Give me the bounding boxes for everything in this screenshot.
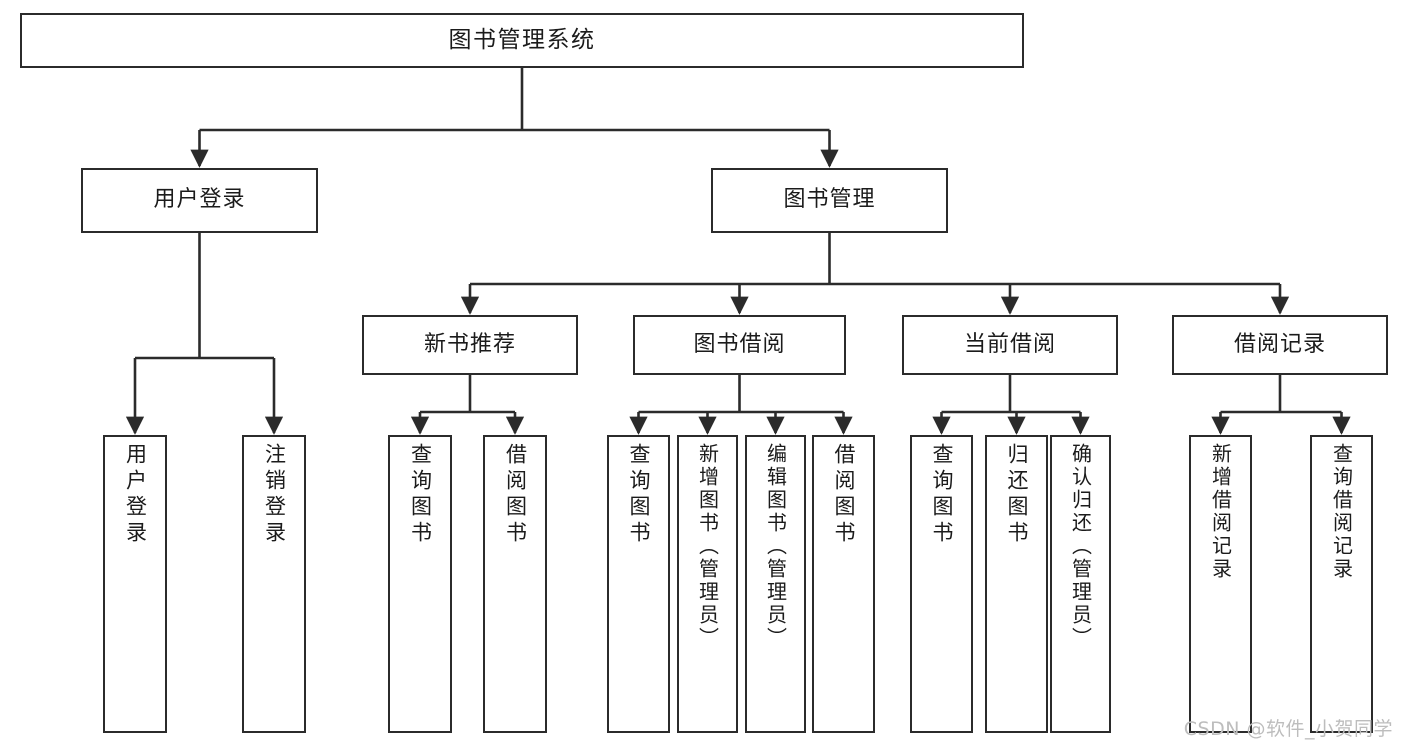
node-leaf-query-2[interactable]: 查询图书: [607, 435, 670, 733]
node-leaf-return[interactable]: 归还图书: [985, 435, 1048, 733]
node-current[interactable]: 当前借阅: [902, 315, 1118, 375]
node-label: 编辑图书（管理员）: [763, 443, 788, 650]
node-label: 图书借阅: [693, 331, 786, 357]
node-label: 用户登录: [123, 443, 148, 547]
node-label: 查询图书: [930, 443, 954, 547]
node-label: 查询图书: [627, 443, 651, 547]
node-leaf-logout[interactable]: 注销登录: [242, 435, 306, 733]
node-leaf-query-rec[interactable]: 查询借阅记录: [1310, 435, 1373, 733]
node-label: 查询借阅记录: [1329, 443, 1354, 581]
node-label: 新书推荐: [423, 331, 516, 357]
node-label: 借阅记录: [1233, 331, 1326, 357]
node-leaf-query-1[interactable]: 查询图书: [388, 435, 452, 733]
node-leaf-edit-book[interactable]: 编辑图书（管理员）: [745, 435, 806, 733]
node-label: 借阅图书: [503, 443, 528, 547]
watermark-text: CSDN @软件_小贺同学: [1183, 718, 1393, 740]
node-leaf-borrow-2[interactable]: 借阅图书: [812, 435, 875, 733]
node-label: 查询图书: [408, 443, 433, 547]
node-label: 当前借阅: [963, 331, 1056, 357]
node-record[interactable]: 借阅记录: [1172, 315, 1388, 375]
node-label: 归还图书: [1005, 443, 1029, 547]
node-newbook[interactable]: 新书推荐: [362, 315, 578, 375]
node-label: 确认归还（管理员）: [1068, 443, 1093, 650]
node-leaf-login[interactable]: 用户登录: [103, 435, 167, 733]
node-leaf-query-3[interactable]: 查询图书: [910, 435, 973, 733]
node-login[interactable]: 用户登录: [81, 168, 318, 233]
node-label: 新增借阅记录: [1208, 443, 1233, 581]
node-leaf-add-book[interactable]: 新增图书（管理员）: [677, 435, 738, 733]
node-leaf-confirm[interactable]: 确认归还（管理员）: [1050, 435, 1111, 733]
node-root[interactable]: 图书管理系统: [20, 13, 1024, 68]
node-label: 图书管理系统: [448, 26, 596, 53]
node-leaf-add-rec[interactable]: 新增借阅记录: [1189, 435, 1252, 733]
node-label: 注销登录: [262, 443, 287, 547]
node-bookmgmt[interactable]: 图书管理: [711, 168, 948, 233]
node-label: 借阅图书: [832, 443, 856, 547]
node-borrow[interactable]: 图书借阅: [633, 315, 846, 375]
node-leaf-borrow-1[interactable]: 借阅图书: [483, 435, 547, 733]
node-label: 图书管理: [783, 187, 876, 213]
node-label: 新增图书（管理员）: [695, 443, 720, 650]
node-label: 用户登录: [153, 187, 246, 213]
